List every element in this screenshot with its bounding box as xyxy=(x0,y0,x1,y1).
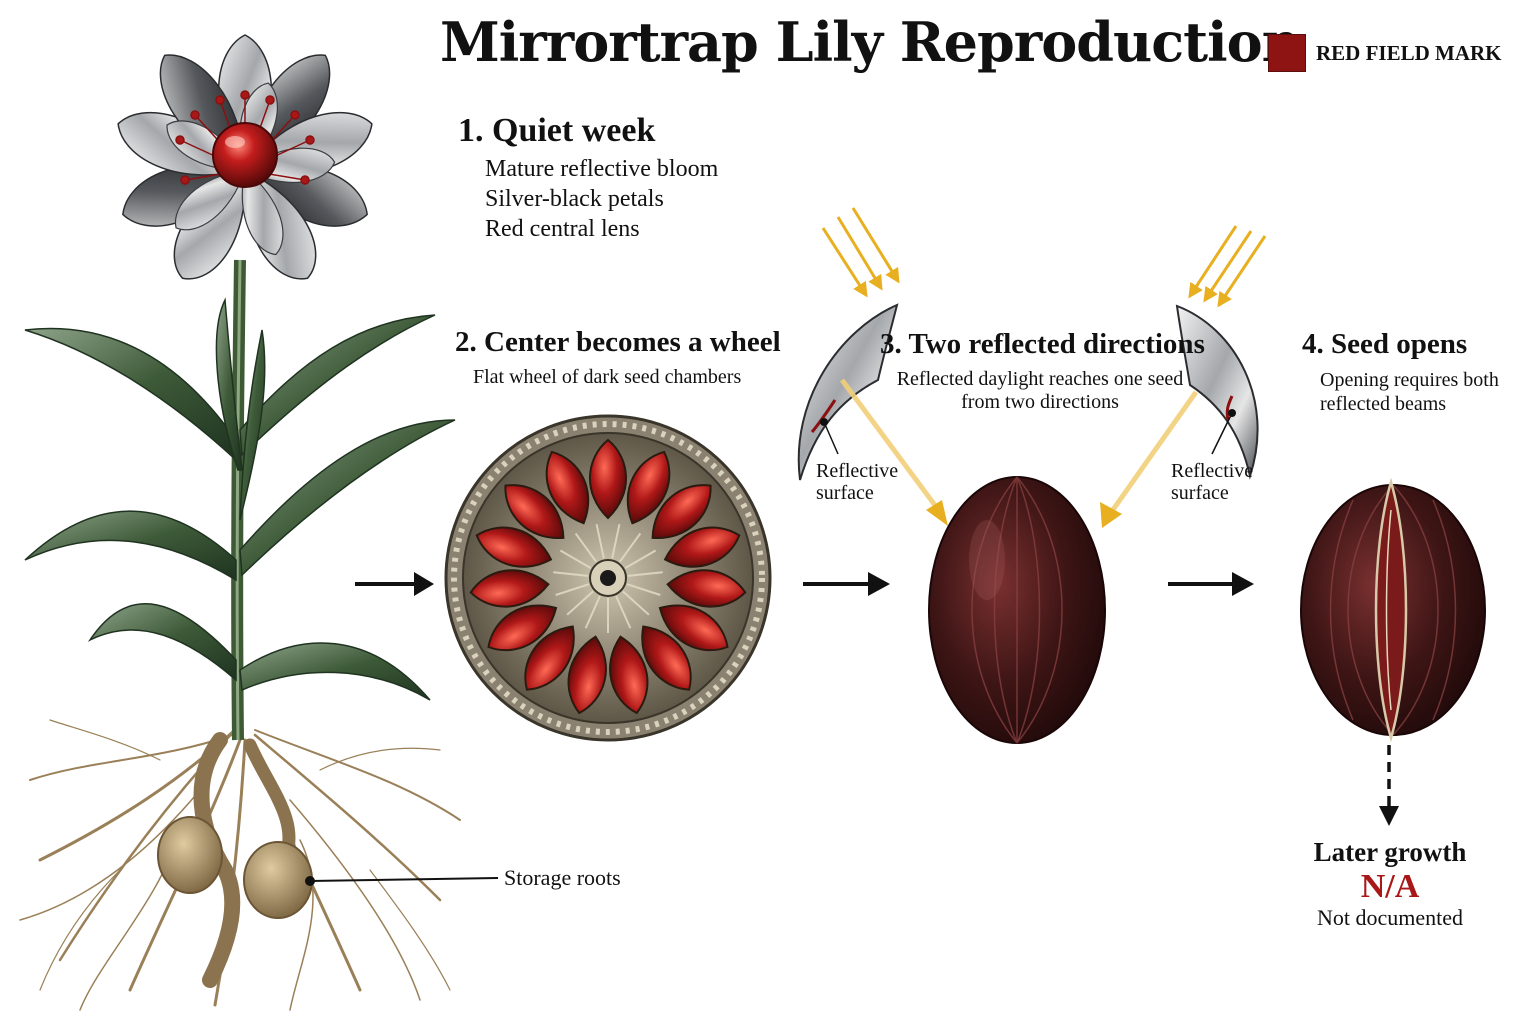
reflective-label-line: Reflective xyxy=(1171,460,1254,482)
seed-icon xyxy=(928,476,1106,744)
step-1-line: Red central lens xyxy=(485,216,640,242)
reflective-pointer-left xyxy=(820,418,839,455)
reflective-label-line: Reflective xyxy=(816,460,899,482)
step-1-line: Mature reflective bloom xyxy=(485,156,719,182)
arrow-down-icon xyxy=(1379,745,1399,826)
later-growth-note: Not documented xyxy=(1316,905,1464,930)
legend: RED FIELD MARK xyxy=(1268,34,1502,72)
step-2-line: Flat wheel of dark seed chambers xyxy=(473,366,742,388)
step-4-title: 4. Seed opens xyxy=(1302,328,1468,360)
step-1-line: Silver-black petals xyxy=(485,186,664,212)
reflective-surface-label-left: Reflective surface xyxy=(816,460,898,504)
plant-stem xyxy=(231,259,246,741)
plant-leaves xyxy=(24,297,456,701)
mirror-petal-icon xyxy=(1175,304,1259,480)
legend-label: RED FIELD MARK xyxy=(1316,40,1502,65)
reflective-pointer-right xyxy=(1211,409,1236,455)
reflective-surface-label-right: Reflective surface xyxy=(1171,460,1253,504)
step-4-line: Opening requires both xyxy=(1320,369,1499,391)
sun-rays-right xyxy=(1188,225,1267,308)
arrow-right-icon xyxy=(355,572,434,596)
legend-swatch xyxy=(1268,34,1306,72)
step-4-description: Opening requires both reflected beams xyxy=(1320,368,1499,416)
later-growth-title: Later growth xyxy=(1313,837,1467,867)
later-growth-block: Later growth N/A Not documented xyxy=(1290,836,1490,930)
storage-tubers xyxy=(157,732,313,988)
later-growth-value: N/A xyxy=(1360,868,1420,905)
red-central-lens xyxy=(212,122,278,188)
step-1-title: 1. Quiet week xyxy=(458,112,656,149)
step-3-title: 3. Two reflected directions xyxy=(880,328,1205,360)
page-title: Mirrortrap Lily Reproduction xyxy=(440,10,1301,74)
step-1-description: Mature reflective bloom Silver-black pet… xyxy=(485,154,718,244)
reflective-label-line: surface xyxy=(816,482,874,504)
arrow-right-icon xyxy=(803,572,890,596)
step-3-line: from two directions xyxy=(961,391,1119,413)
flower-illustration xyxy=(117,34,373,280)
step-3-line: Reflected daylight reaches one seed xyxy=(896,368,1184,390)
storage-roots-pointer-line xyxy=(309,877,499,882)
storage-roots-label: Storage roots xyxy=(504,865,621,890)
step-3-description: Reflected daylight reaches one seed from… xyxy=(880,368,1200,414)
root-system xyxy=(19,719,461,1011)
arrow-right-icon xyxy=(1168,572,1254,596)
sun-rays-left xyxy=(821,207,900,298)
step-2-title: 2. Center becomes a wheel xyxy=(455,326,781,358)
reflected-beam-left xyxy=(839,378,948,526)
split-seed-icon xyxy=(1300,477,1486,743)
step-4-line: reflected beams xyxy=(1320,393,1447,415)
reflected-beam-right xyxy=(1100,390,1199,528)
reflective-label-line: surface xyxy=(1171,482,1229,504)
seed-wheel-illustration xyxy=(444,414,772,742)
